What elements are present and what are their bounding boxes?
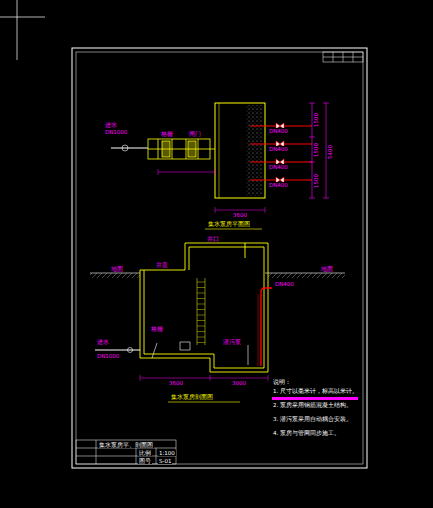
title-block xyxy=(76,440,176,464)
label: 图号 xyxy=(138,458,152,464)
label: 闸门 xyxy=(188,131,202,137)
label: 3000 xyxy=(231,380,247,386)
label: 比例 xyxy=(138,450,152,456)
corner-table xyxy=(323,52,363,62)
label: 1:100 xyxy=(158,450,176,456)
ladder-rung xyxy=(197,298,205,299)
ladder-rung xyxy=(197,309,205,310)
section-view xyxy=(90,243,358,402)
note-text: 1. 尺寸以毫米计，标高以米计。 xyxy=(272,388,360,394)
ladder-rung xyxy=(197,320,205,321)
note-text: 2. 泵房采用钢筋混凝土结构。 xyxy=(272,402,360,408)
cursor xyxy=(0,0,45,60)
dimension-text: 1500 xyxy=(313,173,319,189)
label: 3600 xyxy=(232,212,248,218)
label: DN1000 xyxy=(96,353,120,359)
label: 格栅 xyxy=(160,131,174,137)
ladder-rung xyxy=(197,342,205,343)
ladder-rung xyxy=(197,315,205,316)
ladder-rung xyxy=(197,326,205,327)
label: 地面 xyxy=(110,266,124,272)
dimension-text: 1500 xyxy=(313,112,319,128)
label: DN400 xyxy=(268,128,289,134)
label: DN400 xyxy=(268,164,289,170)
label: 潜污泵 xyxy=(222,339,242,345)
ladder-rung xyxy=(197,331,205,332)
plan-view xyxy=(111,103,329,229)
ladder-rung xyxy=(197,293,205,294)
sheet-frame xyxy=(72,48,367,468)
label: 格栅 xyxy=(150,326,164,332)
label: 井口 xyxy=(206,236,220,242)
note-text: 3. 潜污泵采用自动耦合安装。 xyxy=(272,416,360,422)
label: DN400 xyxy=(268,182,289,188)
ladder-rung xyxy=(197,287,205,288)
label: DN400 xyxy=(274,281,295,287)
label: S-01 xyxy=(158,458,172,464)
label: 进水 xyxy=(104,122,118,128)
ladder-rung xyxy=(197,337,205,338)
ladder-rung xyxy=(197,304,205,305)
label: 进水 xyxy=(96,339,110,345)
label: 井盖 xyxy=(155,262,169,268)
label: 集水泵房平面图 xyxy=(207,221,251,227)
dimension-text: 1500 xyxy=(313,142,319,158)
label: DN400 xyxy=(268,146,289,152)
dimension-text: 5400 xyxy=(327,144,333,160)
label: 集水泵房平、剖面图 xyxy=(98,442,154,448)
label: 3600 xyxy=(168,380,184,386)
label: 说明： xyxy=(272,379,292,385)
note-text: 4. 泵房与管网同步施工。 xyxy=(272,430,360,436)
label: 集水泵房剖面图 xyxy=(170,394,214,400)
ladder-rung xyxy=(197,282,205,283)
label: DN1000 xyxy=(104,129,128,135)
inner-frame xyxy=(76,52,363,464)
label: 地面 xyxy=(320,266,334,272)
